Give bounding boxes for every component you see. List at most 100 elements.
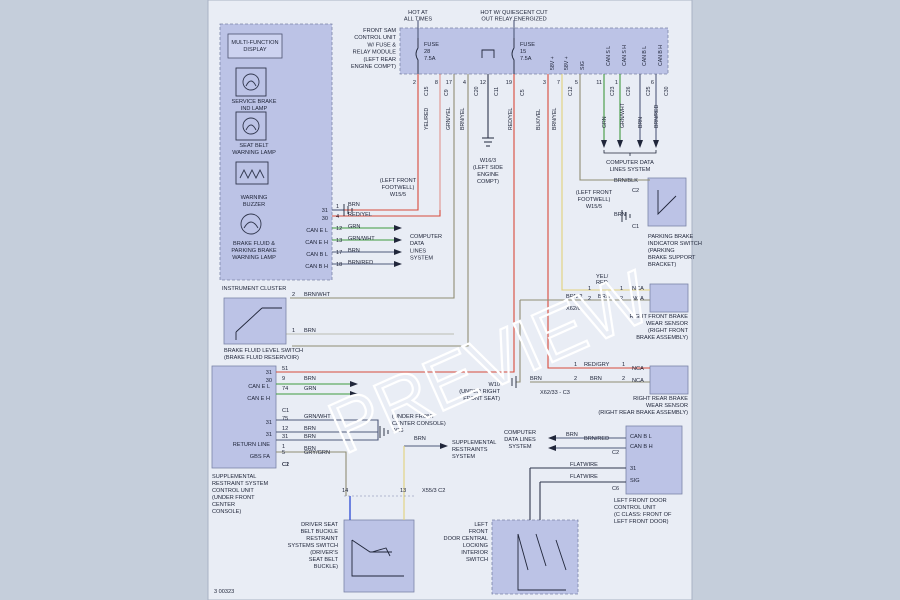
ground-w15-5-right-icon (621, 210, 631, 222)
instrument-cluster-pin-number: 4 (336, 214, 339, 220)
right-front-wear-pin: 1 (588, 286, 591, 292)
brake-fluid-switch-wire: BRN (304, 328, 316, 334)
driver-seat-belt-connector: X55/3 C2 (422, 488, 445, 494)
front-sam-box (399, 27, 669, 75)
parking-brake-wire: BRN (614, 212, 626, 218)
vertical-wire-label: GRN/YEL (446, 107, 452, 130)
srs-wire: BRN (304, 446, 316, 452)
vertical-wire-label: BRN/YEL (460, 108, 466, 130)
brake-fluid-lamp-icon (240, 213, 262, 235)
srs-pin-number: 12 (282, 426, 288, 432)
vertical-wire-label: BRN/RED (654, 104, 660, 128)
front-sam-connector: C20 (474, 86, 480, 96)
vertical-wire-label: BRN (638, 117, 644, 128)
left-front-door-wire: BRN (566, 432, 578, 438)
brake-fluid-switch-pin: 2 (292, 292, 295, 298)
vertical-wire-label: YEL/RED (424, 108, 430, 130)
front-sam-pin: 11 (596, 80, 602, 86)
left-front-door-wire: FLATWIRE (570, 462, 598, 468)
parking-brake-connector: C1 (632, 224, 639, 230)
fuse-symbols (415, 38, 515, 74)
instrument-cluster-pin-number: 12 (336, 226, 342, 232)
front-sam-pin: 5 (575, 80, 578, 86)
vertical-wire-label: RED/YEL (508, 108, 514, 130)
left-front-door-box (625, 425, 683, 495)
front-sam-pin: 17 (446, 80, 452, 86)
srs-pin-number: 51 (282, 366, 288, 372)
front-sam-pin: 6 (651, 80, 654, 86)
srs-pin: RETURN LINE (233, 442, 271, 448)
front-sam-can-pin: CAN B L (642, 46, 648, 66)
right-rear-wear-pin: 1 (574, 362, 577, 368)
instrument-cluster-pin: CAN B H (305, 264, 328, 270)
right-front-wear-pin: 1 (620, 286, 623, 292)
srs-pin: CAN E L (248, 384, 270, 390)
figure-id: 3 00323 (214, 589, 234, 595)
right-front-wear-pin: 2 (588, 296, 591, 302)
right-rear-wear-wire: RED/GRY (584, 362, 610, 368)
srs-wire: GRN (304, 386, 316, 392)
parking-brake-wire: BRN/BLK (614, 178, 638, 184)
ground-w16-3-icon (482, 137, 494, 147)
front-sam-connector: C26 (626, 86, 632, 96)
instrument-cluster-pin: CAN E H (305, 240, 328, 246)
instrument-cluster-wire: RED/YEL (348, 212, 372, 218)
srs-pin: GBS FA (250, 454, 270, 460)
driver-seat-belt-box (343, 519, 415, 593)
vertical-wire-label: GRN/WHT (620, 102, 626, 128)
srs-pin: 31 (266, 432, 272, 438)
parking-brake-switch-icon (657, 190, 677, 216)
left-front-door-pin: CAN B L (630, 434, 652, 440)
srs-pin-number: 9 (282, 376, 285, 382)
instrument-cluster-pin: CAN B L (306, 252, 328, 258)
right-front-wear-wire: BRN (598, 294, 610, 300)
seat-belt-switch-icon (351, 539, 404, 577)
right-front-wear-term: NCA (632, 296, 644, 302)
front-sam-pin: 8 (435, 80, 438, 86)
right-rear-wear-pin: 1 (622, 362, 625, 368)
right-rear-wear-pin: 2 (574, 376, 577, 382)
instrument-cluster-pin: CAN E L (306, 228, 328, 234)
seat-belt-lamp-icon (242, 117, 260, 135)
right-rear-wear-connector: X62/33 - C3 (540, 390, 570, 396)
srs-box (211, 365, 277, 469)
left-front-door-connector: C2 (612, 450, 619, 456)
front-sam-pin: 4 (463, 80, 466, 86)
brake-fluid-switch-pin: 1 (292, 328, 295, 334)
instrument-cluster-wire: GRN/WHT (348, 236, 375, 242)
computer-data-lines-brace (603, 150, 657, 156)
srs-wire: BRN (304, 376, 316, 382)
vertical-wire-label: BRN/YEL (552, 108, 558, 130)
left-front-door-pin: CAN B H (630, 444, 653, 450)
left-front-door-pin: 31 (630, 466, 636, 472)
multi-function-display-box (227, 33, 283, 59)
right-rear-wear-term: NCA (632, 378, 644, 384)
lamp-symbols (235, 67, 269, 235)
front-sam-signal: 58V + (550, 56, 556, 70)
right-rear-wear-box (649, 365, 689, 395)
front-sam-can-pin: CAN S H (622, 45, 628, 66)
instrument-cluster-pin-number: 1 (336, 204, 339, 210)
right-front-wear-wire: RED (596, 280, 608, 286)
front-sam-pin: 2 (413, 80, 416, 86)
srs-pin: 30 (266, 378, 272, 384)
front-sam-pin: 3 (543, 80, 546, 86)
front-sam-connector: C30 (664, 86, 670, 96)
front-sam-pin: 19 (506, 80, 512, 86)
srs-pin-number: 75 (282, 416, 288, 422)
right-front-wear-connector: X62/6 (566, 306, 581, 312)
instrument-cluster-wire: BRN (348, 202, 360, 208)
component-boxes (211, 23, 689, 595)
